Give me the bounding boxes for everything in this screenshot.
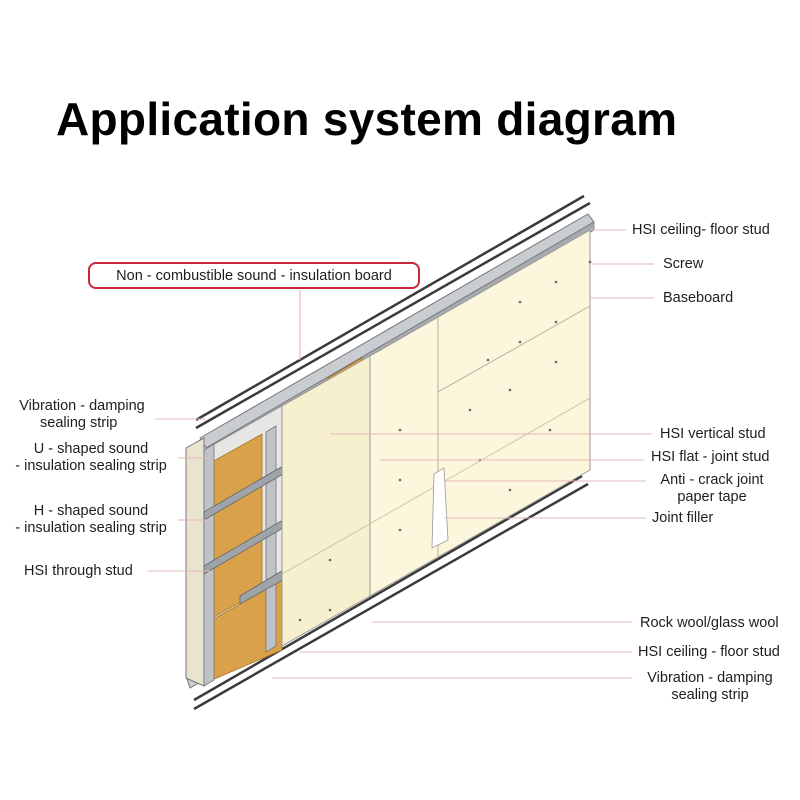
label-anti-crack-line1: Anti - crack joint (660, 472, 764, 488)
highlight-label: Non - combustible sound - insulation boa… (116, 267, 392, 284)
label-ceiling-floor-stud-bottom: HSI ceiling - floor stud (638, 644, 780, 660)
label-through-stud: HSI through stud (24, 563, 133, 579)
label-vibration-bottom-line2: sealing strip (671, 687, 749, 703)
label-u-shaped-line1: U - shaped sound (33, 441, 149, 457)
page-title: Application system diagram (56, 93, 678, 145)
label-anti-crack: Anti - crack joint paper tape (646, 472, 778, 506)
label-anti-crack-line2: paper tape (677, 489, 747, 505)
label-h-shaped-line1: H - shaped sound (33, 503, 149, 519)
leader-lines (148, 229, 654, 679)
left-edge-board (185, 437, 205, 687)
label-rock-wool: Rock wool/glass wool (640, 615, 779, 631)
label-vibration-top: Vibration - damping sealing strip (12, 398, 152, 432)
front-board (281, 229, 592, 647)
label-vibration-bottom-line1: Vibration - damping (647, 670, 773, 686)
label-vibration-top-line1: Vibration - damping (19, 398, 145, 414)
label-vibration-bottom: Vibration - damping sealing strip (636, 670, 784, 704)
highlight-label-box: Non - combustible sound - insulation boa… (88, 262, 420, 289)
label-joint-filler: Joint filler (652, 510, 714, 526)
label-ceiling-floor-stud-top: HSI ceiling- floor stud (632, 222, 770, 238)
label-flat-joint-stud: HSI flat - joint stud (651, 449, 770, 465)
label-u-shaped: U - shaped sound - insulation sealing st… (6, 441, 176, 475)
label-vibration-top-line2: sealing strip (40, 415, 118, 431)
label-baseboard: Baseboard (663, 290, 734, 306)
label-screw: Screw (663, 256, 704, 272)
label-h-shaped: H - shaped sound - insulation sealing st… (6, 503, 176, 537)
label-h-shaped-line2: - insulation sealing strip (15, 520, 167, 536)
label-u-shaped-line2: - insulation sealing strip (15, 458, 167, 474)
label-vertical-stud: HSI vertical stud (660, 426, 766, 442)
